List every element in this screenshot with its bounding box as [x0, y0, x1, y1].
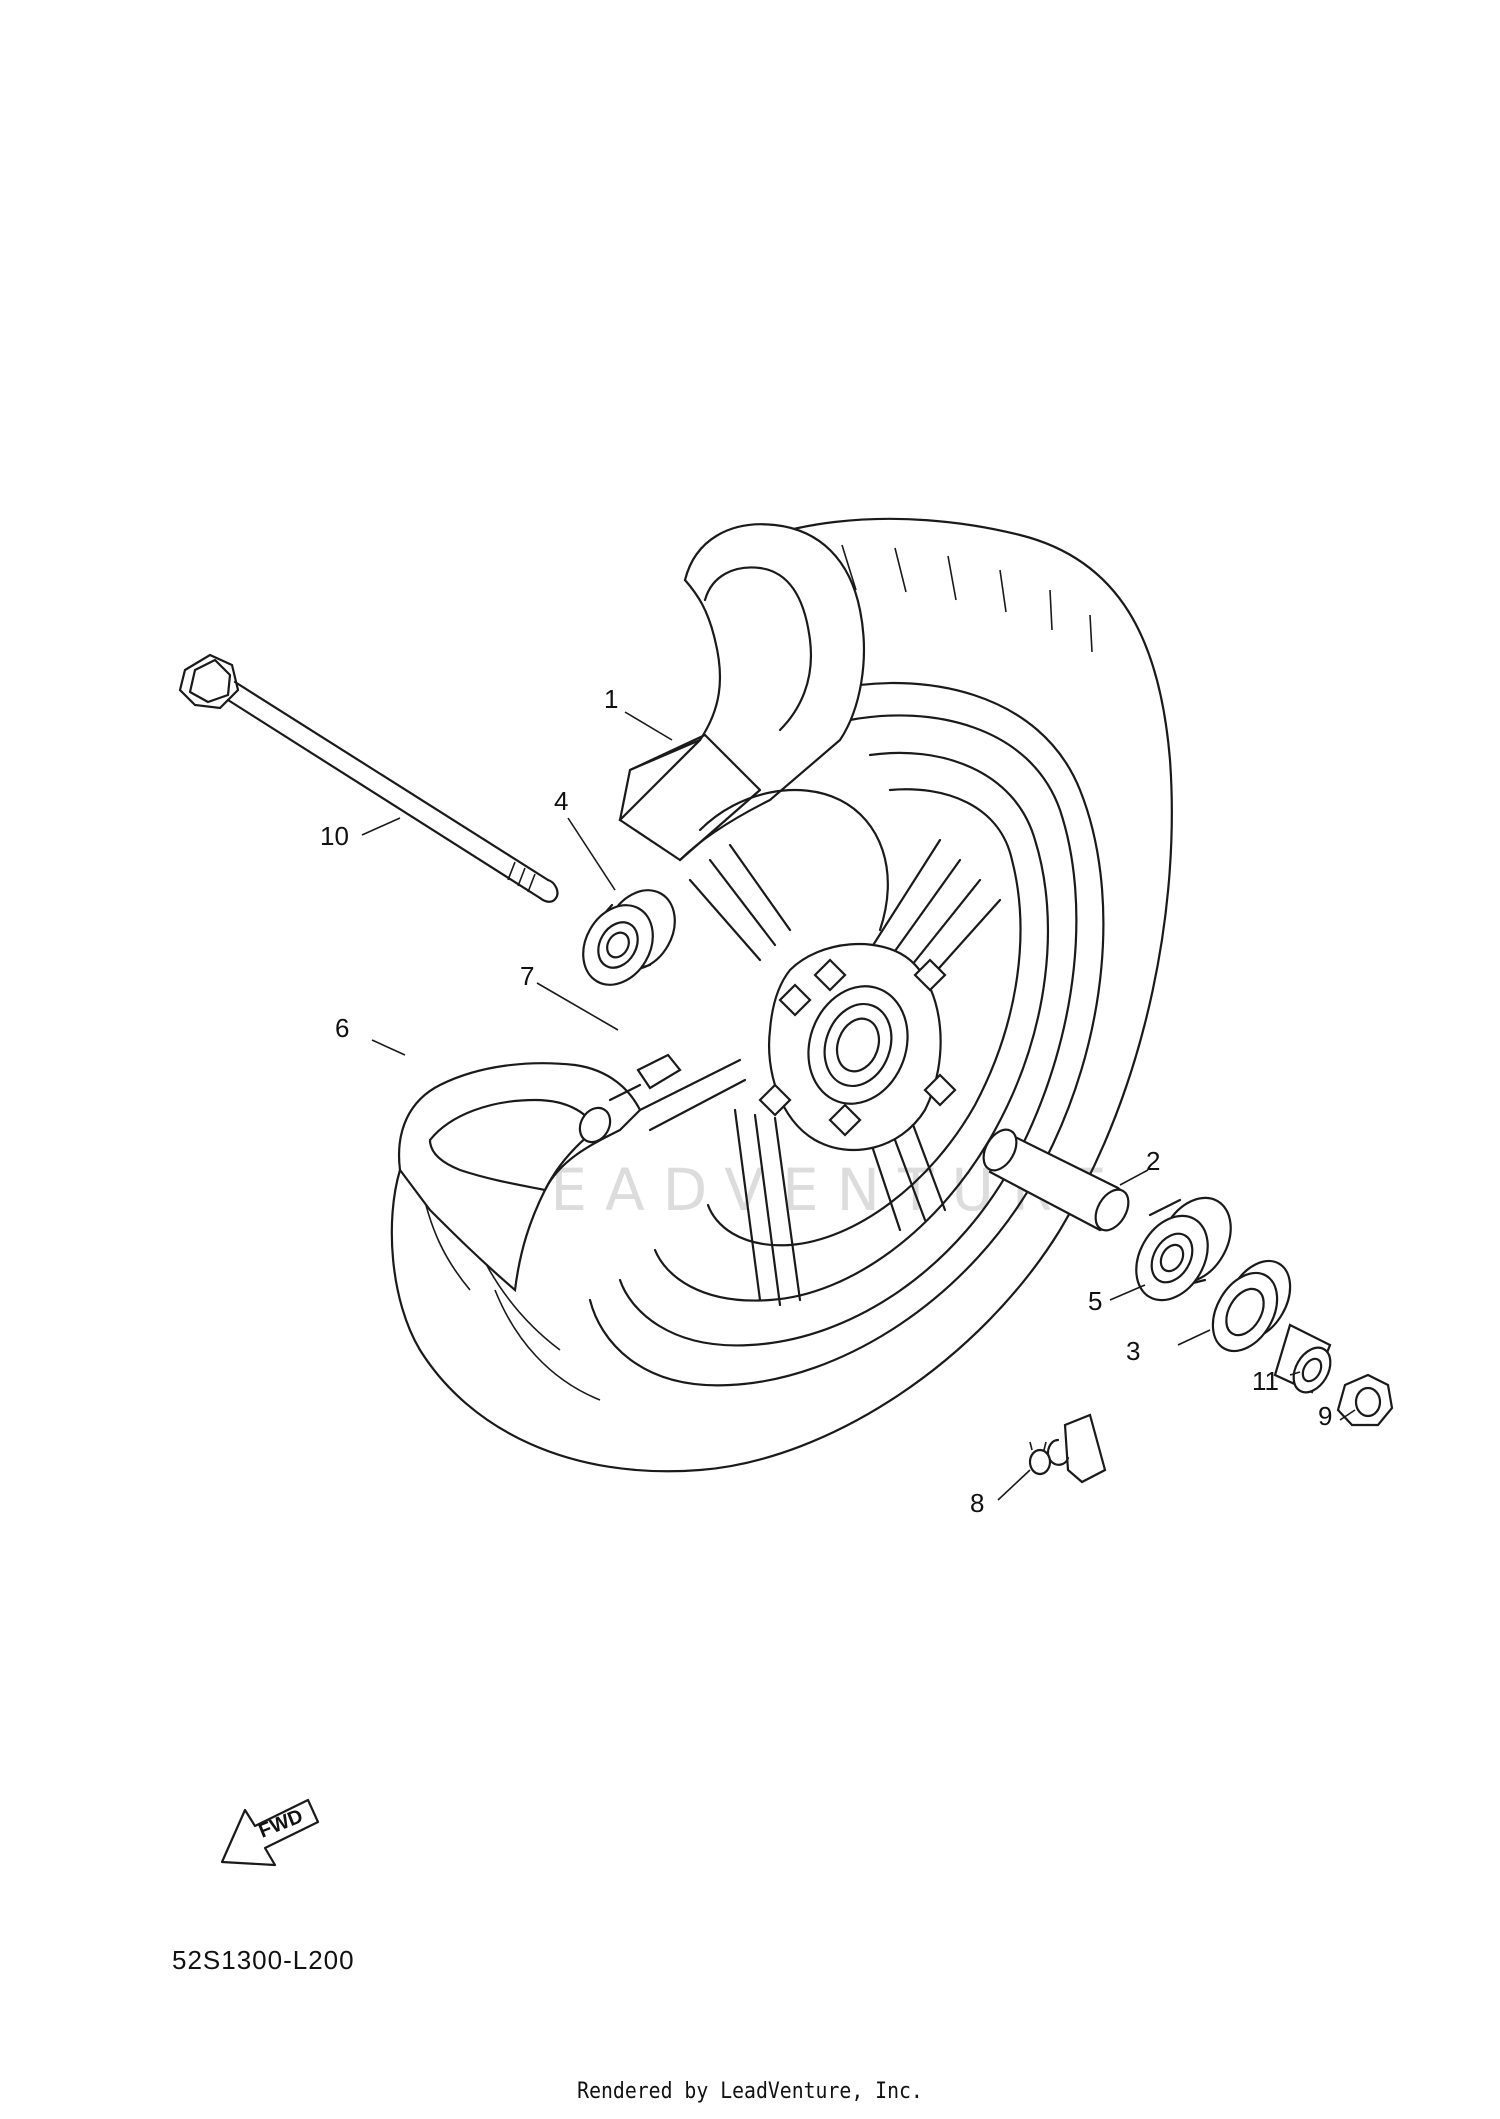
bearing-right[interactable] — [1122, 1185, 1245, 1313]
callout-7: 7 — [520, 961, 534, 991]
callout-9: 9 — [1318, 1401, 1332, 1431]
tire-valve[interactable] — [1028, 1413, 1107, 1484]
collar[interactable] — [1273, 1323, 1338, 1399]
valve-stem[interactable] — [574, 1053, 682, 1148]
callout-10: 10 — [320, 821, 349, 851]
fwd-label: FWD — [256, 1805, 306, 1842]
callout-11: 11 — [1252, 1366, 1279, 1396]
fwd-arrow-icon: FWD — [220, 1798, 320, 1867]
axle-collar[interactable] — [977, 1124, 1135, 1236]
callout-3: 3 — [1126, 1336, 1140, 1366]
callout-5: 5 — [1088, 1286, 1102, 1316]
wheel-rim[interactable] — [638, 788, 1002, 1307]
callout-4: 4 — [554, 786, 568, 816]
callout-leaders — [361, 711, 1356, 1501]
callout-2: 2 — [1146, 1146, 1160, 1176]
callout-6: 6 — [335, 1013, 349, 1043]
callout-1: 1 — [604, 684, 618, 714]
render-credit: Rendered by LeadVenture, Inc. — [577, 2079, 923, 2104]
wheel-axle[interactable] — [178, 653, 559, 903]
tire-section-upper[interactable] — [618, 523, 866, 862]
axle-nut[interactable] — [1336, 1373, 1394, 1427]
oil-seal[interactable] — [1200, 1250, 1303, 1363]
tire-section-lower[interactable] — [398, 1062, 642, 1293]
callout-8: 8 — [970, 1488, 984, 1518]
diagram-code: 52S1300-L200 — [172, 1945, 355, 1975]
bearing-left[interactable] — [569, 878, 688, 998]
